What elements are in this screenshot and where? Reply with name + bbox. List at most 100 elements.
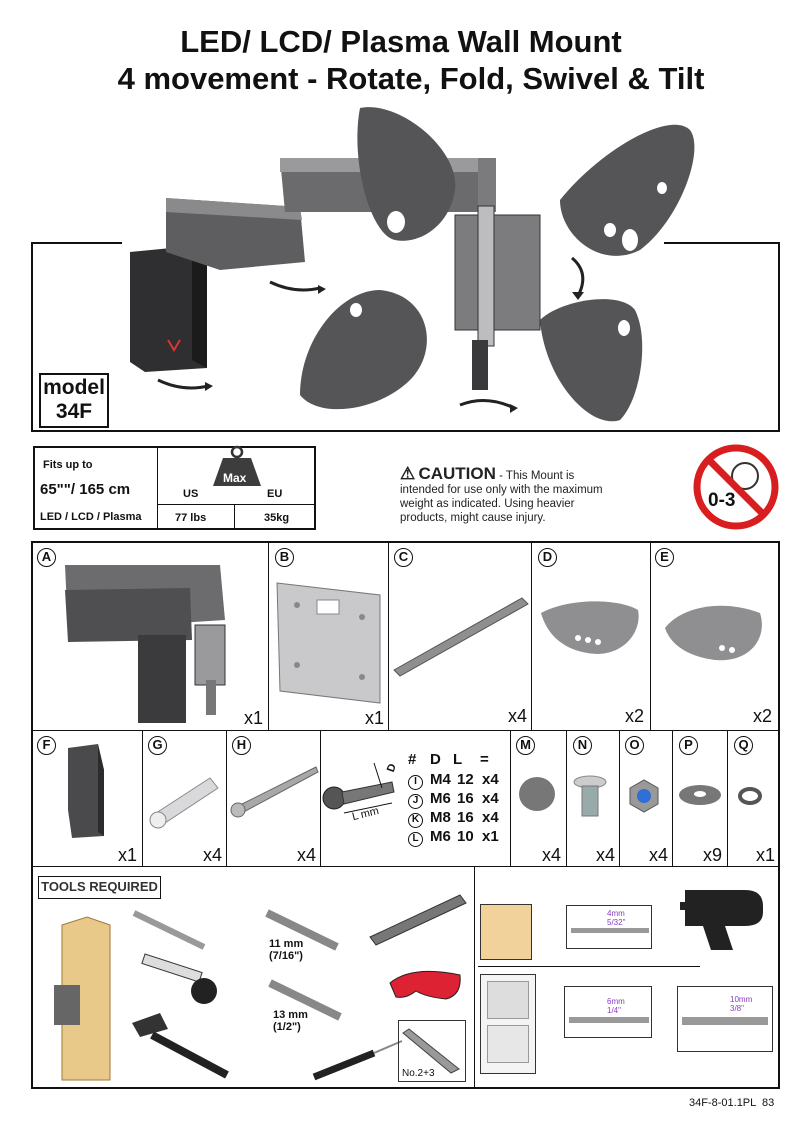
no-children-icon <box>693 444 779 530</box>
wrench-13mm-inch: (1/2") <box>273 1021 301 1033</box>
screw-length: 12 <box>457 771 474 788</box>
part-qty-b: x1 <box>365 708 385 728</box>
table-row: J M6 16 x4 <box>408 790 508 809</box>
drill-bit-large-detail: 10mm 3/8" <box>677 986 773 1052</box>
part-label-q: Q <box>734 736 753 755</box>
part-label-n: N <box>573 736 592 755</box>
part-qty-n: x4 <box>596 845 616 865</box>
divider <box>31 730 780 731</box>
part-qty-m: x4 <box>542 845 562 865</box>
wrench-11mm-label: 11 mm <box>269 938 304 950</box>
part-qty-q: x1 <box>756 845 776 865</box>
footer-code: 34F-8-01.1PL 83 <box>689 1097 775 1109</box>
divider <box>388 541 389 731</box>
model-number: 34F <box>55 400 93 423</box>
hero-frame-top-right <box>664 242 780 244</box>
caution-text-2: intended for use only with the maximum <box>400 484 603 496</box>
divider <box>510 730 511 867</box>
fits-up-to-label: Fits up to <box>43 459 93 471</box>
part-p-washer-illustration <box>679 785 721 805</box>
parts-grid <box>31 541 780 1089</box>
max-label: Max <box>223 471 247 485</box>
hero-frame-right <box>778 242 780 432</box>
part-qty-o: x4 <box>649 845 669 865</box>
part-label-f: F <box>37 736 56 755</box>
drill-bit-icon <box>682 1017 768 1025</box>
divider <box>619 730 620 867</box>
divider <box>226 730 227 867</box>
screw-diameter: M6 <box>430 790 451 807</box>
part-qty-d: x2 <box>625 706 645 726</box>
screw-diameter: M8 <box>430 809 451 826</box>
screw-id: I <box>408 775 423 790</box>
part-e-plate-illustration <box>665 605 762 661</box>
part-n-screw-illustration <box>573 775 607 817</box>
drill-bit-brick-inch: 1/4" <box>607 1006 621 1015</box>
wrench-11mm-inch: (7/16") <box>269 950 303 962</box>
part-qty-e: x2 <box>753 706 773 726</box>
part-g-anchor-illustration <box>149 777 219 829</box>
part-d-plate-illustration <box>541 601 639 654</box>
part-b-plate-illustration <box>276 582 381 704</box>
part-label-o: O <box>625 736 644 755</box>
part-qty-p: x9 <box>703 845 723 865</box>
part-label-a: A <box>37 548 56 567</box>
divider <box>158 504 316 505</box>
divider <box>31 866 780 867</box>
drill-bit-brick-detail: 6mm 1/4" <box>564 986 652 1038</box>
caution-text-4: products, might cause injury. <box>400 512 546 524</box>
screw-qty: x4 <box>482 790 499 807</box>
table-header: # <box>408 751 417 768</box>
drill-bit-wood-inch: 5/32" <box>607 918 626 927</box>
part-h-screw-illustration <box>230 766 319 818</box>
part-qty-g: x4 <box>203 845 223 865</box>
weight-icon <box>213 445 261 486</box>
drill-bit-large-inch: 3/8" <box>730 1004 744 1013</box>
screen-types: LED / LCD / Plasma <box>40 511 142 523</box>
screw-id: L <box>408 832 423 847</box>
caution-notice: ⚠ CAUTION - This Mount is intended for u… <box>400 464 680 525</box>
part-m-cap-illustration <box>519 777 555 811</box>
page-title-line1: LED/ LCD/ Plasma Wall Mount <box>180 24 622 59</box>
table-row: L M6 10 x1 <box>408 828 508 847</box>
part-f-clip-illustration <box>68 744 104 838</box>
part-a-arm-illustration <box>65 565 226 723</box>
screw-length: 16 <box>457 790 474 807</box>
screw-length: 10 <box>457 828 474 845</box>
drill-bit-large-mm: 10mm <box>730 995 753 1004</box>
part-label-g: G <box>148 736 167 755</box>
us-max-weight: 77 lbs <box>175 512 207 524</box>
divider <box>566 730 567 867</box>
divider <box>531 541 532 731</box>
screwdriver-tip-detail: No.2+3 <box>398 1020 466 1082</box>
divider <box>650 541 651 731</box>
part-o-nut-illustration <box>629 779 659 813</box>
divider <box>672 730 673 867</box>
screw-diameter: M4 <box>430 771 451 788</box>
screw-table: # D L = I M4 12 x4 J M6 16 x4 K M8 16 x4… <box>408 751 508 847</box>
part-qty-a: x1 <box>244 708 264 728</box>
eu-max-weight: 35kg <box>264 512 290 524</box>
screwdriver-size-label: No.2+3 <box>402 1068 435 1079</box>
model-box: model 34F <box>39 373 109 428</box>
table-header: L <box>453 751 463 768</box>
screw-qty: x1 <box>482 828 499 845</box>
screw-qty: x4 <box>482 771 499 788</box>
divider <box>142 730 143 867</box>
bolt-illustration <box>322 762 395 814</box>
wall-mount-illustration <box>130 107 695 422</box>
part-label-b: B <box>275 548 294 567</box>
screw-diameter: M6 <box>430 828 451 845</box>
warning-icon: ⚠ <box>400 464 416 483</box>
brick-sample <box>480 974 536 1074</box>
wood-sample <box>480 904 532 960</box>
divider <box>234 504 235 528</box>
part-qty-f: x1 <box>118 845 138 865</box>
tools-required-heading: TOOLS REQUIRED <box>38 876 161 899</box>
drill-bit-wood-mm: 4mm <box>607 909 625 918</box>
eu-label: EU <box>267 488 283 500</box>
divider <box>157 448 158 528</box>
screw-length: 16 <box>457 809 474 826</box>
tools-illustration <box>54 894 467 1081</box>
part-label-h: H <box>232 736 251 755</box>
